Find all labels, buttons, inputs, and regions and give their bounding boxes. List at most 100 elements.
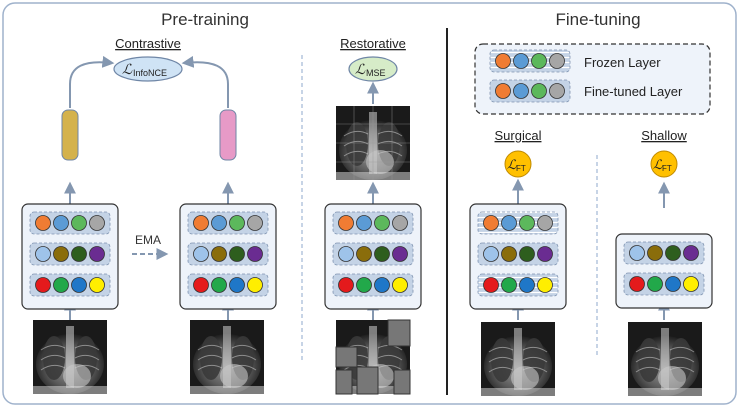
neuron-node [629, 276, 645, 292]
teacher-encoder [179, 203, 277, 310]
finetuning-title: Fine-tuning [555, 10, 640, 29]
neuron-node [71, 246, 87, 262]
neuron-node [229, 277, 245, 293]
neuron-node [193, 215, 209, 231]
student-projector-head [61, 109, 79, 161]
surgical-ft-loss-subscript: FT [516, 164, 526, 173]
surgical-xray-image [480, 321, 556, 397]
student-encoder-layer-1 [29, 211, 111, 235]
neuron-node [71, 215, 87, 231]
shallow-ft-loss-symbol: ℒ [653, 157, 663, 172]
surgical-ft-loss-symbol: ℒ [507, 157, 517, 172]
neuron-node [229, 246, 245, 262]
mse-loss-symbol: ℒ [355, 61, 366, 77]
surgical-encoder-layer-3 [477, 273, 559, 297]
legend-frozen-swatch [489, 49, 571, 73]
surgical-encoder-layer-1 [477, 211, 559, 235]
neuron-node [513, 53, 529, 69]
neuron-node [338, 246, 354, 262]
neuron-node [495, 83, 511, 99]
shallow-encoder [615, 233, 713, 309]
shallow-encoder-layer-1 [623, 241, 705, 265]
neuron-node [356, 277, 372, 293]
neuron-node [247, 246, 263, 262]
pretraining-title: Pre-training [161, 10, 249, 29]
neuron-node [374, 277, 390, 293]
contrastive-teacher-xray-image [189, 319, 265, 395]
shallow-ft-loss-subscript: FT [662, 164, 672, 173]
neuron-node [229, 215, 245, 231]
neuron-node [53, 246, 69, 262]
student-encoder [21, 203, 119, 310]
infonce-loss-symbol: ℒ [122, 61, 133, 77]
neuron-node [338, 277, 354, 293]
neuron-node [193, 246, 209, 262]
neuron-node [501, 246, 517, 262]
neuron-node [374, 246, 390, 262]
shallow-encoder-layer-2 [623, 272, 705, 296]
neuron-node [665, 276, 681, 292]
neuron-node [647, 245, 663, 261]
neuron-node [519, 215, 535, 231]
neuron-node [35, 215, 51, 231]
neuron-node [531, 53, 547, 69]
neuron-node [483, 246, 499, 262]
restorative-encoder [324, 203, 422, 310]
neuron-node [392, 246, 408, 262]
neuron-node [35, 246, 51, 262]
ema-label: EMA [135, 233, 161, 247]
neuron-node [683, 276, 699, 292]
neuron-node [338, 215, 354, 231]
contrastive-student-xray-image [32, 319, 108, 395]
surgical-encoder [469, 203, 567, 310]
neuron-node [392, 215, 408, 231]
student-encoder-layer-3 [29, 273, 111, 297]
neuron-node [537, 277, 553, 293]
neuron-node [89, 246, 105, 262]
neuron-node [647, 276, 663, 292]
neuron-node [501, 277, 517, 293]
neuron-node [392, 277, 408, 293]
restorative-label: Restorative [340, 36, 406, 51]
teacher-encoder-layer-2 [187, 242, 269, 266]
neuron-node [531, 83, 547, 99]
neuron-node [483, 215, 499, 231]
neuron-node [71, 277, 87, 293]
neuron-node [495, 53, 511, 69]
neuron-node [519, 246, 535, 262]
neuron-node [193, 277, 209, 293]
legend-finetuned-label: Fine-tuned Layer [584, 84, 683, 99]
neuron-node [53, 277, 69, 293]
teacher-encoder-layer-1 [187, 211, 269, 235]
restorative-masked-xray-image [335, 319, 411, 395]
neuron-node [35, 277, 51, 293]
neuron-node [483, 277, 499, 293]
neuron-node [53, 215, 69, 231]
legend-finetuned-swatch [489, 79, 571, 103]
contrastive-label: Contrastive [115, 36, 181, 51]
teacher-projector-head [219, 109, 237, 161]
restored-xray-image [335, 105, 411, 181]
neuron-node [356, 215, 372, 231]
restorative-encoder-layer-2 [332, 242, 414, 266]
neuron-node [211, 277, 227, 293]
neuron-node [537, 215, 553, 231]
teacher-encoder-layer-3 [187, 273, 269, 297]
neuron-node [549, 83, 565, 99]
shallow-xray-image [627, 321, 703, 397]
restorative-encoder-layer-1 [332, 211, 414, 235]
mse-loss-node [348, 56, 398, 82]
neuron-node [549, 53, 565, 69]
legend-frozen-label: Frozen Layer [584, 55, 661, 70]
neuron-node [356, 246, 372, 262]
neuron-node [374, 215, 390, 231]
arrow-right-projector-to-infonce [181, 55, 229, 108]
student-encoder-layer-2 [29, 242, 111, 266]
infonce-loss-subscript: InfoNCE [133, 68, 167, 78]
neuron-node [211, 215, 227, 231]
neuron-node [683, 245, 699, 261]
infonce-loss-node [113, 56, 183, 82]
arrow-left-projector-to-infonce [69, 55, 115, 108]
neuron-node [665, 245, 681, 261]
